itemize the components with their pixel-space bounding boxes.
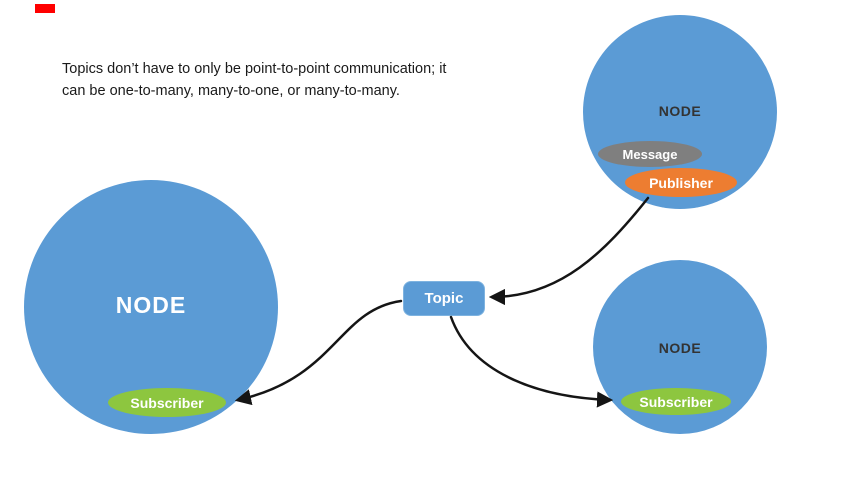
node-circle-bottom-right: NODE Subscriber <box>593 260 767 434</box>
slide-caption: Topics don’t have to only be point-to-po… <box>62 61 447 100</box>
publisher-ellipse: Publisher <box>625 168 737 197</box>
node-circle-left: NODE Subscriber <box>24 180 278 434</box>
topic-label: Topic <box>424 290 464 307</box>
topic-box: Topic <box>403 281 485 316</box>
node-label-top-right: NODE <box>658 103 702 119</box>
subscriber-ellipse-left: Subscriber <box>108 388 226 417</box>
red-marker <box>35 4 55 13</box>
arrow-topic-to-right-subscriber <box>449 315 614 408</box>
node-circle-top-right: NODE Message Publisher <box>583 15 777 209</box>
node-label-bottom-right: NODE <box>658 340 702 356</box>
message-ellipse: Message <box>598 141 702 167</box>
node-label-left: NODE <box>115 292 187 318</box>
subscriber-ellipse-right: Subscriber <box>621 388 731 415</box>
